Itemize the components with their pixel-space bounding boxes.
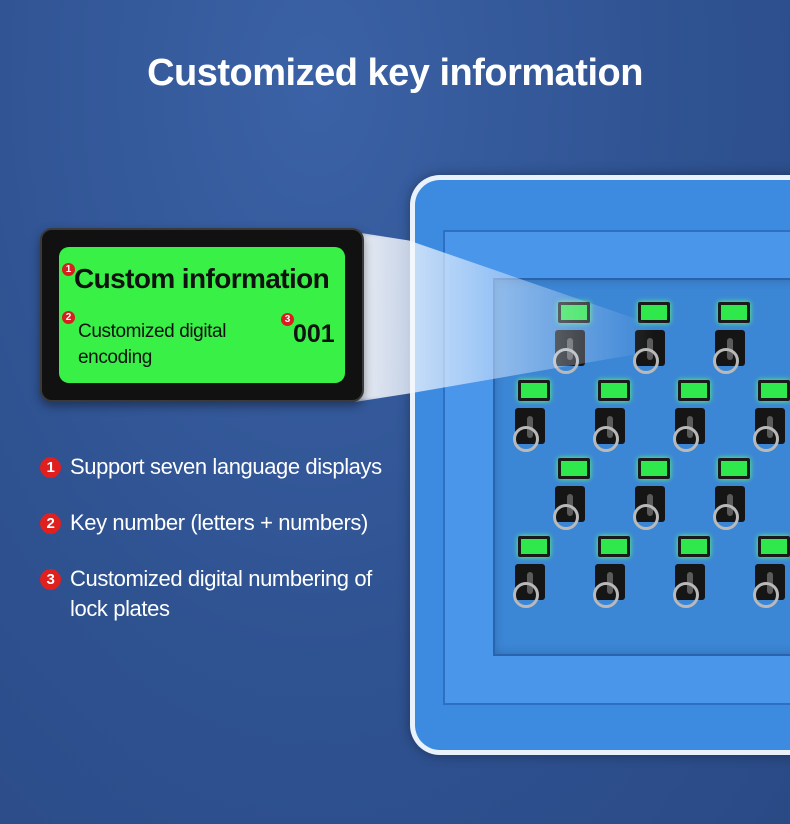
feature-text: Customized digital numbering of lock pla… <box>70 566 372 621</box>
key-ring-icon <box>673 426 699 452</box>
key-ring-icon <box>673 582 699 608</box>
key-ring-icon <box>593 426 619 452</box>
key-ring-icon <box>753 426 779 452</box>
feature-text: Support seven language displays <box>70 454 382 479</box>
key-lock <box>633 458 675 538</box>
display-screen: 1 Custom information 2 Customized digita… <box>59 247 345 383</box>
feature-item: 1 Support seven language displays <box>40 452 410 482</box>
custom-information-text: Custom information <box>74 263 330 294</box>
green-led-icon <box>518 380 550 401</box>
green-led-icon <box>678 536 710 557</box>
key-ring-icon <box>713 504 739 530</box>
feature-list: 1 Support seven language displays 2 Key … <box>40 452 410 650</box>
key-lock <box>713 458 755 538</box>
key-lock <box>673 380 715 460</box>
feature-text: Key number (letters + numbers) <box>70 510 368 535</box>
key-lock <box>753 380 790 460</box>
green-led-icon <box>598 380 630 401</box>
key-lock <box>593 536 635 616</box>
key-lock <box>513 536 555 616</box>
key-ring-icon <box>633 504 659 530</box>
feature-item: 2 Key number (letters + numbers) <box>40 508 410 538</box>
feature-number: 1 <box>40 457 61 478</box>
badge-2: 2 <box>62 311 75 324</box>
key-lock <box>753 536 790 616</box>
green-led-icon <box>638 458 670 479</box>
badge-1: 1 <box>62 263 75 276</box>
key-ring-icon <box>713 348 739 374</box>
green-led-icon <box>718 302 750 323</box>
key-ring-icon <box>513 582 539 608</box>
green-led-icon <box>638 302 670 323</box>
green-led-icon <box>758 380 790 401</box>
badge-3: 3 <box>281 313 294 326</box>
key-lock <box>673 536 715 616</box>
display-device: 1 Custom information 2 Customized digita… <box>40 228 364 402</box>
green-led-icon <box>518 536 550 557</box>
green-led-icon <box>598 536 630 557</box>
feature-item: 3 Customized digital numbering of lock p… <box>40 564 410 624</box>
key-ring-icon <box>593 582 619 608</box>
feature-number: 2 <box>40 513 61 534</box>
green-led-icon <box>678 380 710 401</box>
encoding-text: Customized digital encoding <box>78 321 227 368</box>
key-lock <box>593 380 635 460</box>
key-lock <box>513 380 555 460</box>
key-lock <box>553 458 595 538</box>
green-led-icon <box>718 458 750 479</box>
page-title: Customized key information <box>147 52 643 94</box>
key-ring-icon <box>753 582 779 608</box>
code-number: 001 <box>293 320 335 348</box>
key-lock <box>713 302 755 382</box>
key-ring-icon <box>513 426 539 452</box>
green-led-icon <box>558 458 590 479</box>
key-ring-icon <box>553 504 579 530</box>
feature-number: 3 <box>40 569 61 590</box>
green-led-icon <box>758 536 790 557</box>
